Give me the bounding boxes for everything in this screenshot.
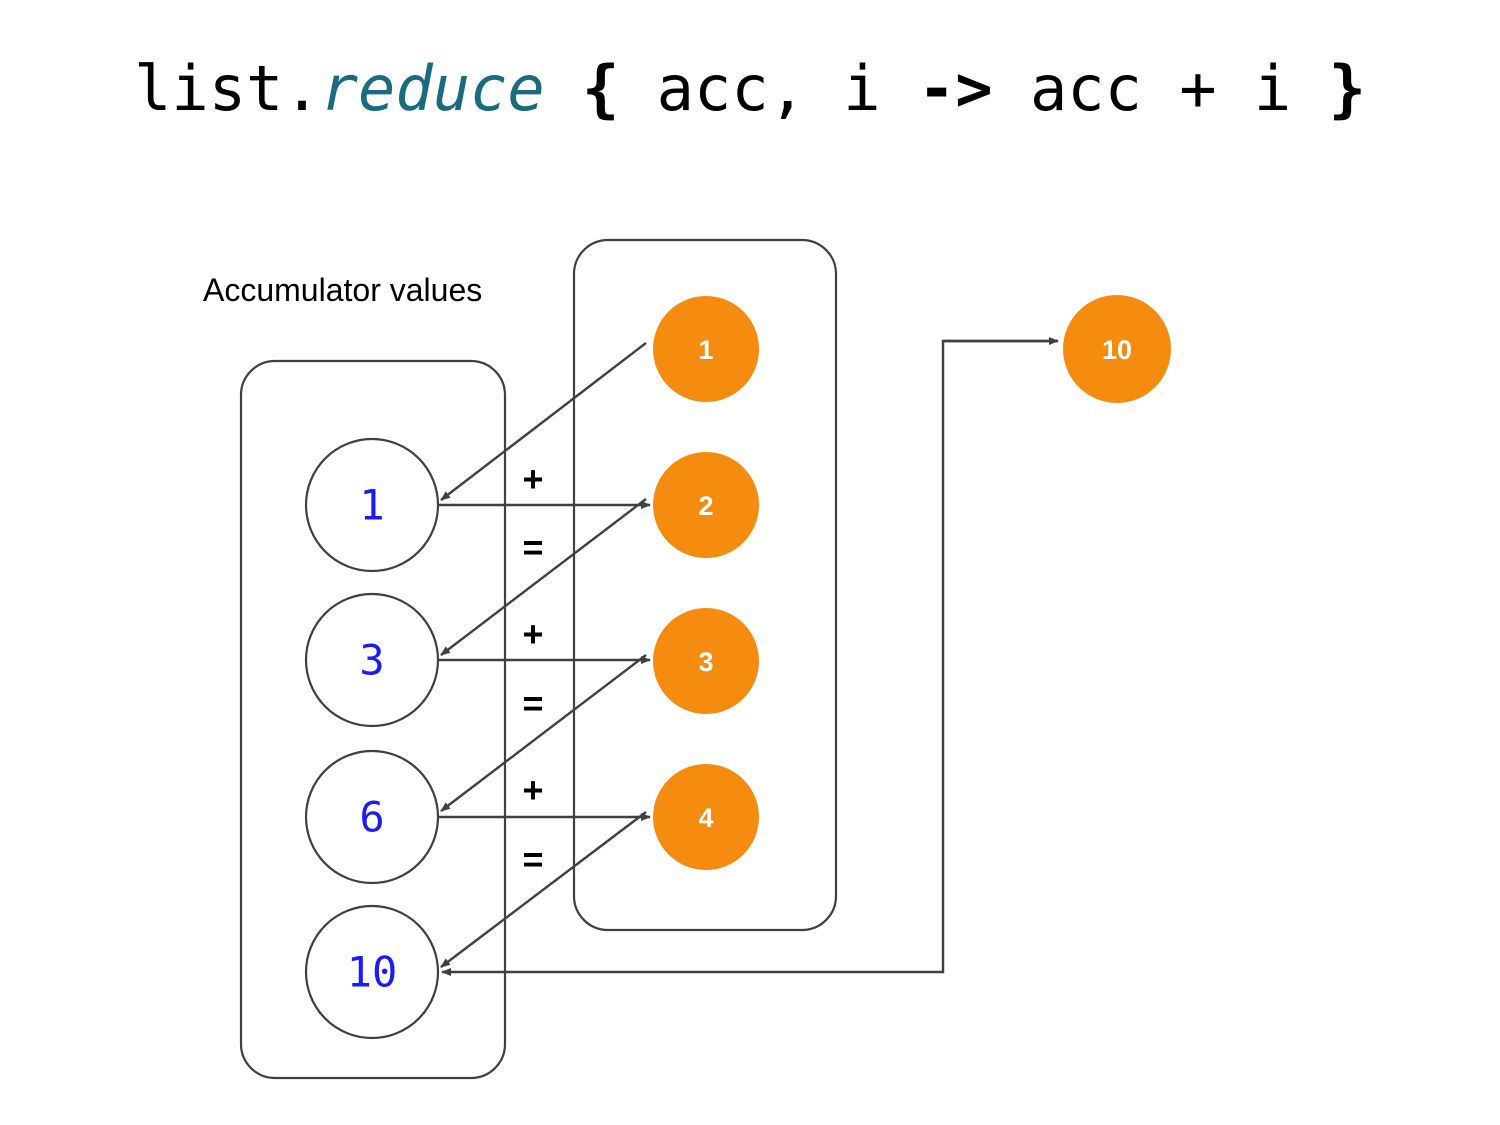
accumulator-node-4[interactable]: 10 bbox=[304, 904, 440, 1040]
list-item-value: 3 bbox=[698, 647, 713, 677]
list-item-node-3[interactable]: 3 bbox=[653, 608, 759, 714]
title-prefix: list. bbox=[134, 52, 321, 125]
page-title: list.reduce { acc, i -> acc + i } bbox=[0, 52, 1500, 125]
accumulator-node-2[interactable]: 3 bbox=[304, 592, 440, 728]
edge-item1-to-acc1 bbox=[440, 342, 647, 501]
accumulator-circle bbox=[304, 749, 440, 885]
list-item-node-1[interactable]: 1 bbox=[653, 296, 759, 402]
accumulator-caption: Accumulator values bbox=[203, 272, 483, 308]
title-lambda-arrow: -> bbox=[917, 52, 993, 125]
operator-equals-1: = bbox=[522, 527, 543, 568]
accumulator-value: 1 bbox=[359, 481, 384, 530]
list-item-value: 2 bbox=[698, 491, 713, 521]
list-item-circle bbox=[653, 296, 759, 402]
edge-item2-to-acc3 bbox=[440, 498, 647, 656]
accumulator-circle bbox=[304, 592, 440, 728]
operator-equals-2: = bbox=[522, 683, 543, 724]
operator-plus-1: + bbox=[522, 459, 543, 500]
accumulator-container bbox=[239, 359, 507, 1080]
result-circle bbox=[1063, 295, 1171, 403]
list-item-circle bbox=[653, 608, 759, 714]
accumulator-node-3[interactable]: 6 bbox=[304, 749, 440, 885]
accumulator-value: 6 bbox=[359, 793, 384, 842]
edge-item3-to-acc6 bbox=[440, 654, 647, 812]
list-item-node-2[interactable]: 2 bbox=[653, 452, 759, 558]
title-close-brace: } bbox=[1328, 52, 1366, 125]
edge-item4-to-acc10 bbox=[440, 811, 647, 968]
list-item-circle bbox=[653, 764, 759, 870]
operator-plus-3: + bbox=[522, 770, 543, 811]
result-value: 10 bbox=[1102, 335, 1132, 365]
operator-plus-2: + bbox=[522, 614, 543, 655]
accumulator-node-1[interactable]: 1 bbox=[304, 437, 440, 573]
operator-equals-3: = bbox=[522, 839, 543, 880]
accumulator-value: 3 bbox=[359, 636, 384, 685]
list-item-circle bbox=[653, 452, 759, 558]
title-body: acc + i bbox=[992, 52, 1329, 125]
list-item-value: 1 bbox=[698, 335, 713, 365]
list-container bbox=[572, 238, 838, 932]
list-item-value: 4 bbox=[698, 803, 713, 833]
title-method-reduce: reduce bbox=[320, 52, 545, 125]
title-open-brace: { bbox=[544, 52, 657, 125]
result-node[interactable]: 10 bbox=[1063, 295, 1171, 403]
accumulator-circle bbox=[304, 437, 440, 573]
title-params: acc, i bbox=[656, 52, 918, 125]
list-item-node-4[interactable]: 4 bbox=[653, 764, 759, 870]
accumulator-value: 10 bbox=[347, 948, 398, 997]
accumulator-circle bbox=[304, 904, 440, 1040]
